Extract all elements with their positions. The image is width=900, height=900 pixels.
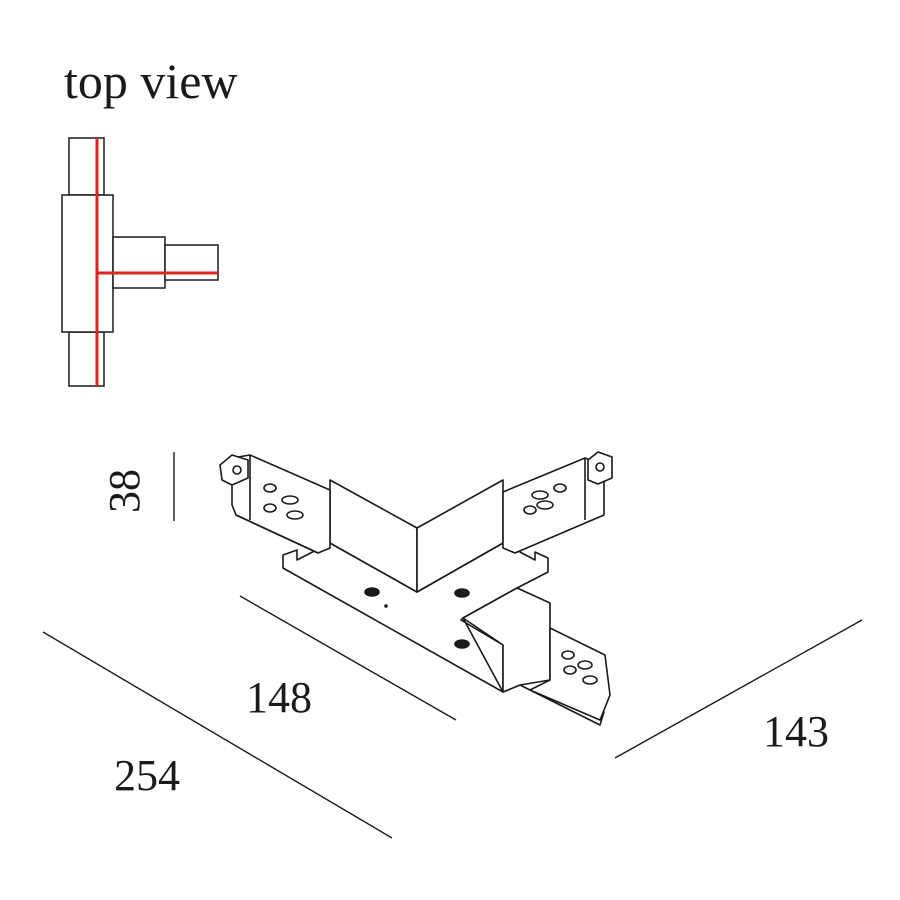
- dimension-height: 38: [100, 469, 149, 513]
- dim-line-254: [42, 631, 393, 839]
- main-body: [61, 194, 114, 333]
- right-arm: [112, 236, 166, 289]
- contact-slots: [263, 483, 598, 685]
- dim-line-143: [614, 619, 863, 759]
- mounting-holes: [364, 587, 470, 649]
- hole: [364, 587, 380, 597]
- dimension-length: 254: [114, 751, 180, 800]
- top-view-title: top view: [64, 53, 238, 109]
- top-stub: [68, 137, 105, 196]
- hole: [454, 588, 470, 598]
- dimension-148: 148: [246, 673, 312, 722]
- hole: [454, 639, 470, 649]
- dimension-lines: [42, 452, 863, 839]
- top-view-diagram: [61, 137, 219, 387]
- left-track-adapter: [231, 454, 331, 554]
- isometric-connector: [219, 451, 613, 726]
- right-arm-plate: [462, 587, 551, 693]
- dimension-width: 143: [763, 707, 829, 756]
- dim-line-148: [239, 595, 457, 721]
- bottom-stub: [68, 331, 105, 387]
- right-stub: [164, 244, 219, 281]
